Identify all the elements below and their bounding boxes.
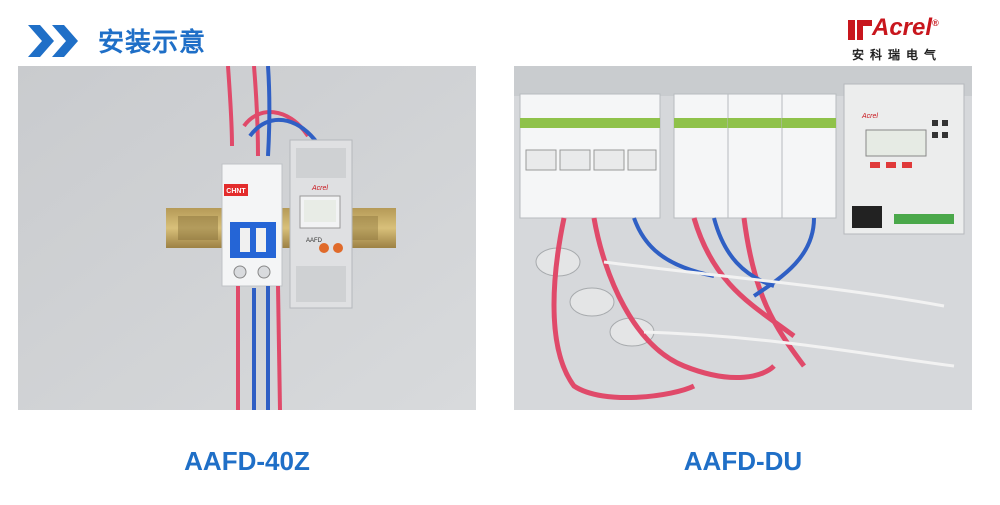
caption-aafd-du: AAFD-DU [683, 446, 803, 476]
aafd-du-device: Acrel [843, 83, 965, 235]
device-brand-right: Acrel [861, 113, 878, 120]
device-label-left: AAFD [306, 238, 323, 244]
brand-chinese-name: 安科瑞电气 [852, 48, 943, 62]
photo-aafd-40z: CHNT Acrel AAFD [18, 66, 476, 410]
installation-photo-right: Acrel [514, 66, 972, 410]
installation-photo-left: CHNT Acrel AAFD [18, 66, 476, 410]
caption-aafd-40z: AAFD-40Z [184, 446, 310, 476]
brand-logo: Acrel® 安科瑞电气 [840, 14, 960, 64]
breaker-brand-label: CHNT [226, 188, 246, 195]
photo-aafd-du: Acrel [514, 66, 972, 410]
brand-name: Acrel® [872, 14, 939, 41]
acrel-logo-icon [848, 20, 872, 40]
breaker-bank [519, 93, 837, 219]
header: 安装示意 [28, 22, 206, 59]
page-title: 安装示意 [98, 28, 207, 58]
device-brand-left: Acrel [311, 185, 328, 192]
double-chevron-icon [28, 24, 78, 57]
